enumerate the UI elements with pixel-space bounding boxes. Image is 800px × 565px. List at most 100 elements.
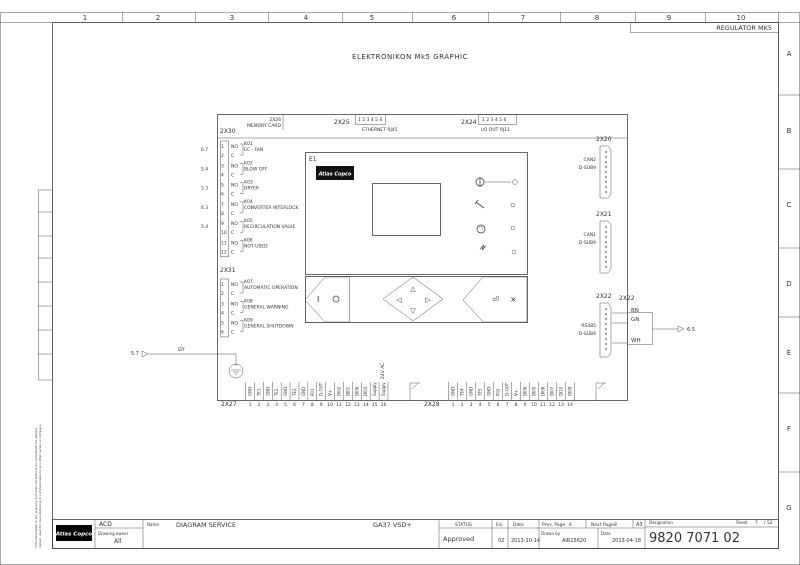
contact-type-c: C bbox=[231, 291, 234, 297]
terminal-label: TE5 bbox=[478, 388, 483, 397]
communication-ports: 2X20CAN2D-SUB92X21CAN1D-SUB92X22RS485D-S… bbox=[579, 136, 612, 358]
rs485-wire-gn: GN bbox=[631, 317, 639, 323]
col-marker: 1 bbox=[83, 14, 87, 22]
terminal-number: 2 bbox=[221, 153, 224, 159]
row-marker: A bbox=[787, 50, 792, 58]
rs485-wire-bn: BN bbox=[631, 308, 639, 314]
x28-terminal-strip: 1GND2TE43GND4TE55GND6P027D-OUT8V+9DI0610… bbox=[448, 382, 575, 408]
relay-name: CONVERTER INTERLOCK bbox=[244, 205, 299, 211]
contact-type-no: NO bbox=[231, 144, 238, 150]
terminal-label: DI09 bbox=[568, 386, 573, 396]
led-4-icon bbox=[511, 249, 517, 255]
terminal-pin-number: 7 bbox=[302, 402, 305, 408]
relay-page-ref: 5.4 bbox=[201, 166, 208, 172]
port-sub: D-SUB9 bbox=[579, 331, 596, 337]
terminal-pin-number: 1 bbox=[249, 402, 252, 408]
keypad: I △ ▽ ◁ ▷ ⏎ × bbox=[304, 276, 528, 323]
tb-date: 2013-10-14 bbox=[511, 538, 540, 544]
relay-id: K09 bbox=[244, 318, 253, 324]
tb-sheet: 7 bbox=[755, 520, 758, 526]
terminal-pin-number: 1 bbox=[452, 402, 455, 408]
display-screen bbox=[372, 183, 441, 236]
row-marker: B bbox=[787, 127, 792, 135]
terminal-number: 5 bbox=[221, 183, 224, 189]
terminal-label: TE3 bbox=[292, 388, 297, 397]
terminal-pin-number: 14 bbox=[567, 402, 573, 408]
right-key-icon[interactable]: ▷ bbox=[425, 296, 431, 304]
col-marker: 2 bbox=[156, 14, 160, 22]
tb-drawn-by: AIR15620 bbox=[562, 538, 586, 544]
terminal-number: 3 bbox=[221, 301, 224, 307]
diagram-title: ELEKTRONIKON Mk5 GRAPHIC bbox=[352, 53, 468, 61]
ground-ref: 5.7 bbox=[131, 351, 139, 357]
left-key-icon[interactable]: ◁ bbox=[396, 296, 402, 304]
down-key-icon[interactable]: ▽ bbox=[410, 307, 416, 315]
up-key-icon[interactable]: △ bbox=[410, 285, 416, 293]
contact-type-no: NO bbox=[231, 321, 238, 327]
title-block: Atlas Copco ACD Drawing owner All Name D… bbox=[52, 519, 779, 549]
tb-prev-label: Prev. Page bbox=[542, 522, 565, 528]
relay-page-ref: 6.3 bbox=[201, 205, 208, 211]
title-logo-text: Atlas Copco bbox=[55, 532, 92, 538]
stop-key-icon[interactable] bbox=[332, 295, 340, 303]
led-1-icon bbox=[512, 179, 518, 185]
terminal-pin-number: 9 bbox=[320, 402, 323, 408]
terminal-pin-number: 16 bbox=[381, 402, 387, 408]
relay-id: K07 bbox=[244, 279, 253, 285]
tb-owner: All bbox=[114, 538, 122, 545]
terminal-pin-number: 2 bbox=[257, 402, 260, 408]
x24-pins: 1 2 3 4 5 6 bbox=[482, 117, 506, 123]
enter-key-icon[interactable]: ⏎ bbox=[492, 295, 499, 304]
col-marker: 3 bbox=[230, 14, 234, 22]
tb-ed-label: Ed. bbox=[496, 522, 503, 528]
tb-owner-label: Drawing owner bbox=[98, 531, 129, 536]
tb-name: DIAGRAM SERVICE bbox=[176, 521, 236, 529]
relay-name: EC - FAN bbox=[244, 147, 263, 153]
terminal-pin-number: 8 bbox=[515, 402, 518, 408]
terminal-number: 12 bbox=[221, 250, 227, 256]
col-marker: 8 bbox=[595, 14, 599, 22]
terminal-pin-number: 13 bbox=[354, 402, 360, 408]
rs485-wire-wh: WH bbox=[631, 338, 641, 344]
contact-type-c: C bbox=[231, 172, 234, 178]
port-type: RS485 bbox=[581, 323, 596, 329]
terminal-pin-number: 12 bbox=[549, 402, 555, 408]
alarm-voltage-icon bbox=[479, 244, 487, 251]
ground-connection: 5.7 GY bbox=[131, 347, 244, 379]
relay-name: AUTOMATIC OPERATION bbox=[244, 285, 298, 291]
terminal-label: TE2 bbox=[274, 388, 279, 397]
led-3-icon bbox=[510, 225, 516, 231]
left-margin-boxes bbox=[38, 189, 53, 381]
e1-label: E1 bbox=[309, 156, 317, 163]
relay-id: K01 bbox=[244, 141, 253, 147]
side-note-line-1: This information is our property and sha… bbox=[34, 427, 38, 549]
terminal-pin-number: 7 bbox=[506, 402, 509, 408]
row-marker: E bbox=[787, 349, 791, 357]
x25-connector bbox=[355, 114, 386, 125]
terminal-number: 6 bbox=[221, 330, 224, 336]
terminal-label: P02 bbox=[496, 388, 501, 396]
terminal-label: GND bbox=[301, 387, 306, 396]
start-key-icon[interactable]: I bbox=[317, 295, 319, 304]
port-sub: D-SUB9 bbox=[579, 165, 596, 171]
x24-connector bbox=[478, 114, 517, 125]
memory-card-label: 2X26 bbox=[269, 117, 281, 123]
logo-text: Atlas Copco bbox=[318, 172, 352, 178]
terminal-label: DI01 bbox=[345, 386, 350, 396]
tb-size: A3 bbox=[636, 522, 643, 528]
contact-type-c: C bbox=[231, 230, 234, 236]
tb-ed: 02 bbox=[498, 538, 504, 544]
terminal-number: 6 bbox=[221, 192, 224, 198]
terminal-label: DI08 bbox=[541, 386, 546, 396]
terminal-label: GND bbox=[451, 387, 456, 396]
escape-key-icon[interactable]: × bbox=[510, 295, 517, 304]
terminal-label: D-OUT bbox=[319, 382, 324, 396]
navigation-pad[interactable] bbox=[382, 276, 444, 322]
contact-type-c: C bbox=[231, 310, 234, 316]
tb-status-label: STATUS bbox=[455, 522, 472, 528]
automatic-icon bbox=[476, 224, 486, 234]
contact-type-c: C bbox=[231, 330, 234, 336]
terminal-pin-number: 3 bbox=[470, 402, 473, 408]
terminal-number: 1 bbox=[221, 282, 224, 288]
relay-name: NOT USED bbox=[244, 244, 268, 250]
